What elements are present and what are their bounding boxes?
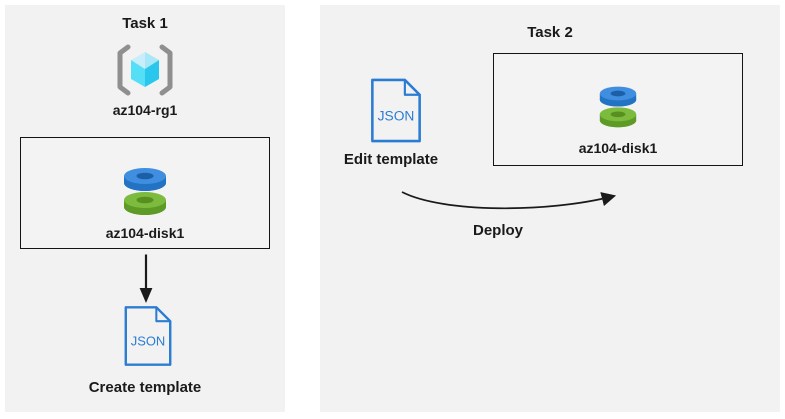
disk-icon	[592, 83, 644, 130]
task1-panel: Task 1 az104-rg1	[5, 5, 285, 412]
task2-edit-caption: Edit template	[343, 151, 439, 168]
task2-title: Task 2	[527, 24, 573, 41]
disk-icon	[115, 164, 175, 218]
json-file-icon: JSON	[369, 77, 423, 144]
task1-title: Task 1	[122, 15, 168, 32]
task1-disk-label: az104-disk1	[105, 225, 185, 241]
down-arrow-icon	[137, 253, 155, 304]
json-file-icon: JSON	[123, 302, 173, 370]
json-file-text: JSON	[131, 333, 166, 348]
task1-disk-box: az104-disk1	[20, 137, 270, 249]
json-file-text: JSON	[378, 108, 415, 123]
deploy-arrow-icon	[398, 186, 628, 220]
task2-disk-box: az104-disk1	[493, 53, 743, 166]
task2-disk-label: az104-disk1	[578, 140, 658, 156]
resource-group-label: az104-rg1	[112, 102, 178, 118]
task2-panel: Task 2 JSON Edit template	[320, 5, 780, 412]
resource-group-icon	[109, 41, 181, 99]
task1-caption: Create template	[88, 379, 202, 396]
deploy-label: Deploy	[472, 222, 523, 239]
